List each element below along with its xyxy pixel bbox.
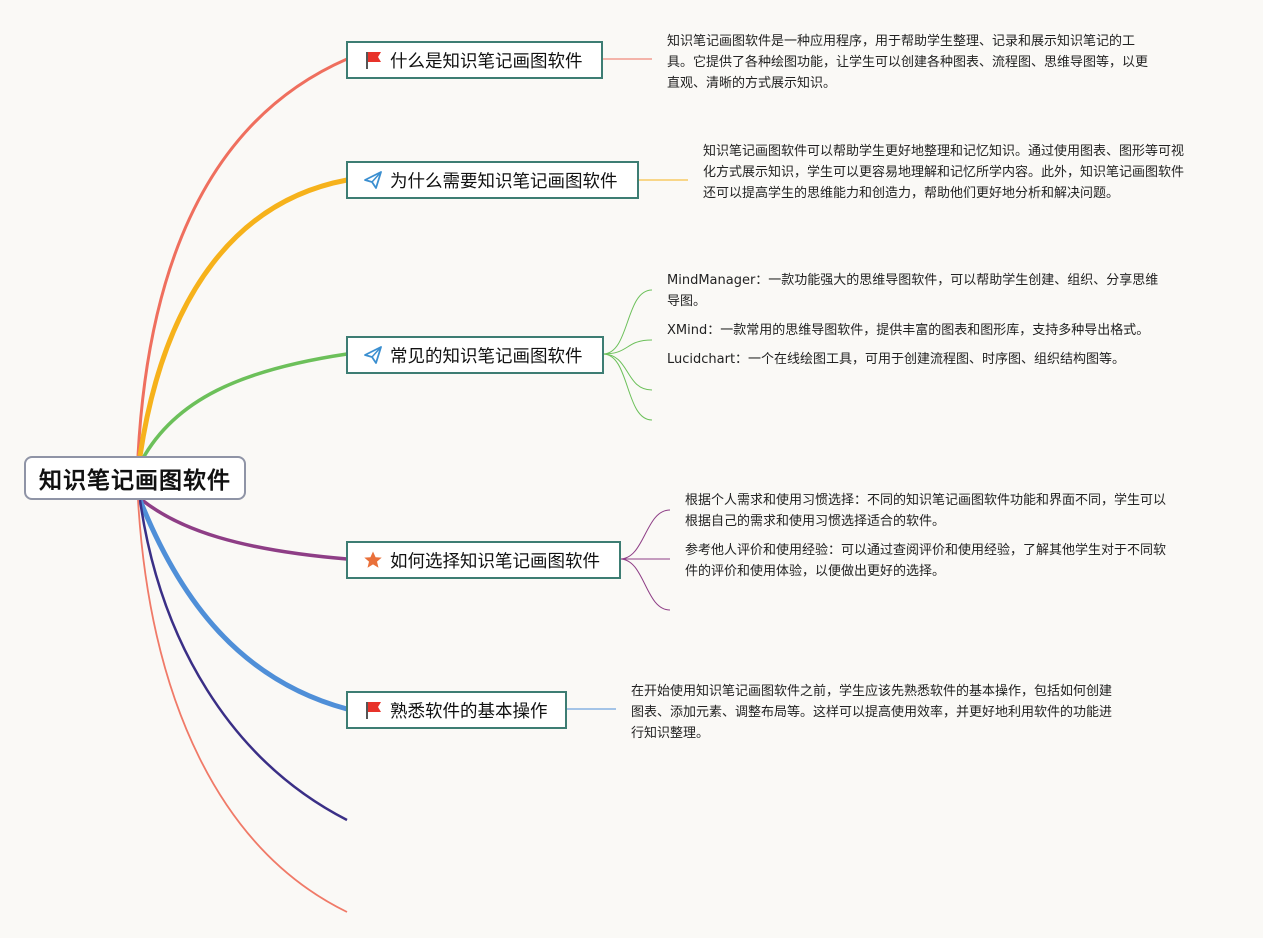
topic-label: 什么是知识笔记画图软件 <box>390 51 583 72</box>
paper-plane-icon <box>362 344 384 366</box>
branch-topic-3 <box>140 352 348 461</box>
note-text: XMind：一款常用的思维导图软件，提供丰富的图表和图形库，支持多种导出格式。 <box>667 323 1150 338</box>
note-link-4a <box>619 509 671 560</box>
note-basic-operations: 在开始使用知识笔记画图软件之前，学生应该先熟悉软件的基本操作，包括如何创建图表、… <box>631 681 1123 744</box>
note-what-is: 知识笔记画图软件是一种应用程序，用于帮助学生整理、记录和展示知识笔记的工具。它提… <box>667 31 1159 94</box>
note-text: 根据个人需求和使用习惯选择：不同的知识笔记画图软件功能和界面不同，学生可以根据自… <box>685 493 1167 529</box>
note-link-4c <box>619 558 671 611</box>
branch-extra-2 <box>137 499 348 913</box>
branch-topic-4 <box>140 498 348 561</box>
note-link-3c <box>602 353 653 391</box>
note-text: 在开始使用知识笔记画图软件之前，学生应该先熟悉软件的基本操作，包括如何创建图表、… <box>631 684 1113 741</box>
branch-topic-1 <box>136 57 348 457</box>
root-topic[interactable]: 知识笔记画图软件 <box>24 456 246 500</box>
note-link-3d <box>602 353 653 421</box>
topic-what-is[interactable]: 什么是知识笔记画图软件 <box>346 41 603 79</box>
topic-why-need[interactable]: 为什么需要知识笔记画图软件 <box>346 161 639 199</box>
branch-extra-1 <box>138 499 348 822</box>
note-how-to-choose: 根据个人需求和使用习惯选择：不同的知识笔记画图软件功能和界面不同，学生可以根据自… <box>685 490 1177 582</box>
flag-icon <box>362 49 384 71</box>
star-icon <box>362 549 384 571</box>
note-text: 知识笔记画图软件可以帮助学生更好地整理和记忆知识。通过使用图表、图形等可视化方式… <box>703 144 1185 201</box>
note-text: 参考他人评价和使用经验：可以通过查阅评价和使用经验，了解其他学生对于不同软件的评… <box>685 543 1167 579</box>
branch-topic-2 <box>137 177 348 457</box>
note-why-need: 知识笔记画图软件可以帮助学生更好地整理和记忆知识。通过使用图表、图形等可视化方式… <box>703 141 1195 204</box>
topic-label: 如何选择知识笔记画图软件 <box>390 551 600 572</box>
topic-how-to-choose[interactable]: 如何选择知识笔记画图软件 <box>346 541 621 579</box>
topic-common-software[interactable]: 常见的知识笔记画图软件 <box>346 336 604 374</box>
topic-basic-operations[interactable]: 熟悉软件的基本操作 <box>346 691 567 729</box>
topic-label: 熟悉软件的基本操作 <box>390 701 548 722</box>
note-common-software: MindManager：一款功能强大的思维导图软件，可以帮助学生创建、组织、分享… <box>667 270 1159 370</box>
branch-topic-5 <box>137 499 348 712</box>
topic-label: 常见的知识笔记画图软件 <box>390 346 583 367</box>
note-link-3b <box>602 339 653 355</box>
topic-label: 为什么需要知识笔记画图软件 <box>390 171 618 192</box>
note-link-3a <box>602 289 653 355</box>
note-text: Lucidchart：一个在线绘图工具，可用于创建流程图、时序图、组织结构图等。 <box>667 352 1126 367</box>
note-text: 知识笔记画图软件是一种应用程序，用于帮助学生整理、记录和展示知识笔记的工具。它提… <box>667 34 1149 91</box>
flag-icon <box>362 699 384 721</box>
paper-plane-icon <box>362 169 384 191</box>
note-text: MindManager：一款功能强大的思维导图软件，可以帮助学生创建、组织、分享… <box>667 273 1159 309</box>
